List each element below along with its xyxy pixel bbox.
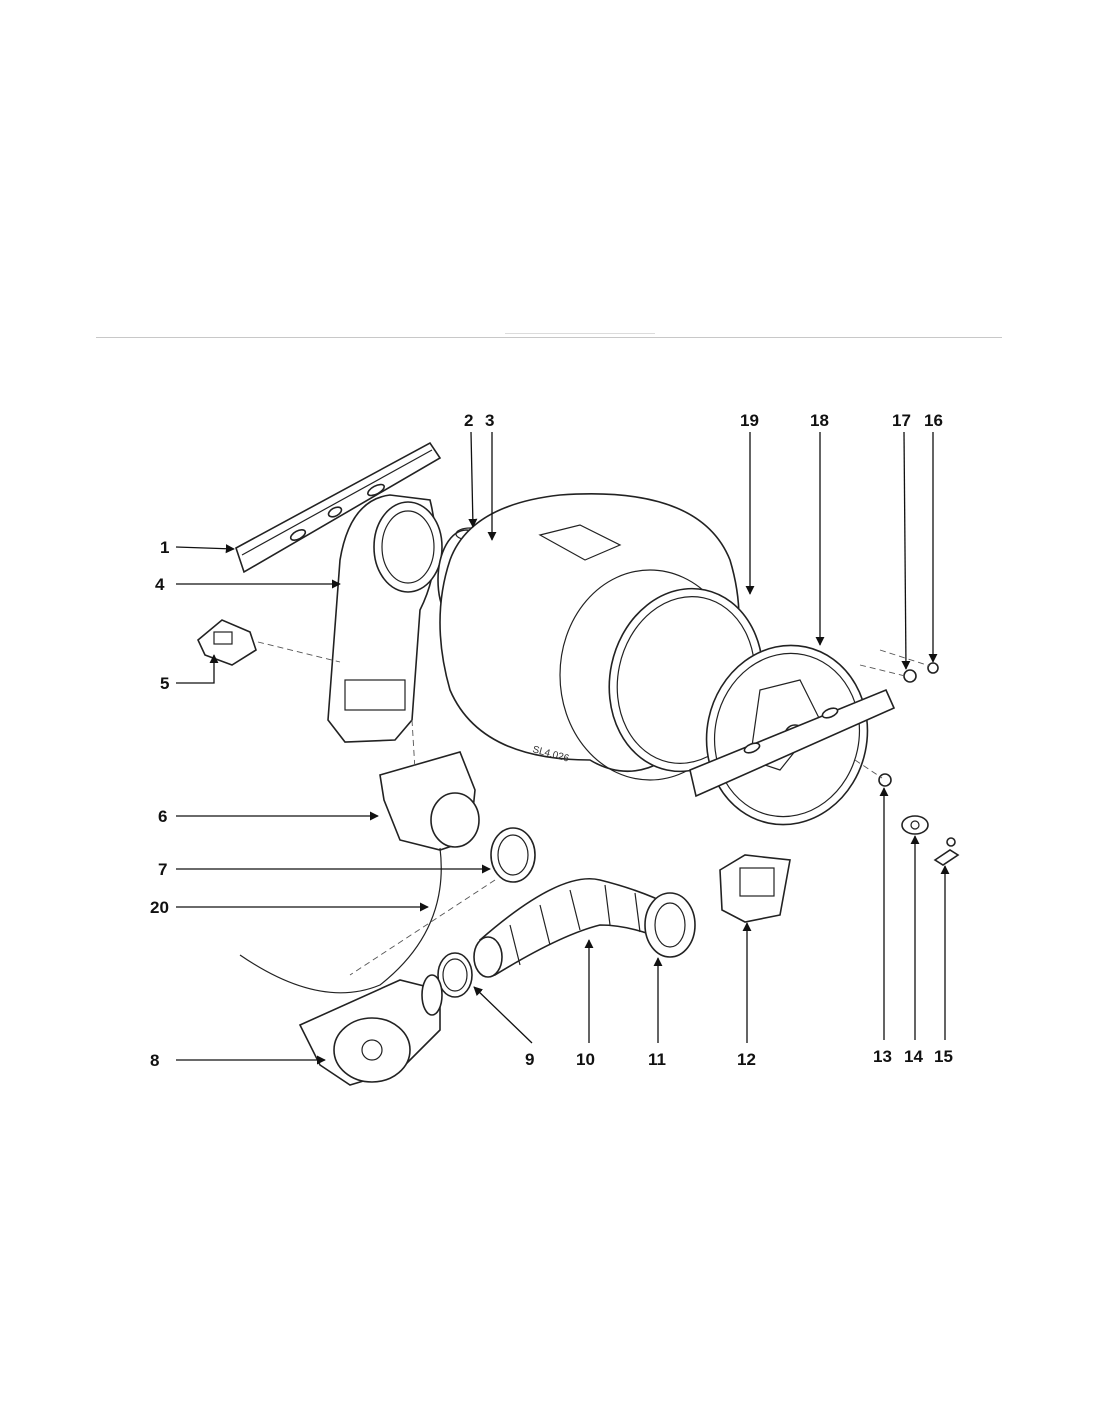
- callout-7: 7: [158, 860, 167, 879]
- header-rule-highlight: [505, 333, 655, 334]
- dash-5-4: [257, 641, 341, 663]
- callout-5: 5: [160, 674, 169, 693]
- callout-2: 2: [464, 411, 473, 430]
- part-12-filter-box: [719, 854, 791, 923]
- callout-15: 15: [934, 1047, 953, 1066]
- dash-4-6: [411, 719, 416, 771]
- callout-12: 12: [737, 1050, 756, 1069]
- dash-13: [854, 759, 883, 779]
- part-11-hose-fitting: [644, 892, 696, 958]
- callout-13: 13: [873, 1047, 892, 1066]
- callout-3: 3: [485, 411, 494, 430]
- callout-20: 20: [150, 898, 169, 917]
- callout-11: 11: [648, 1050, 666, 1069]
- part-15-clip: [933, 837, 960, 866]
- callout-10: 10: [576, 1050, 595, 1069]
- dash-16: [879, 649, 931, 667]
- dash-7-8: [349, 879, 496, 976]
- callout-9: 9: [525, 1050, 534, 1069]
- leader-17: [901, 431, 911, 670]
- callout-4: 4: [155, 575, 165, 594]
- part-1-bracket-rail: [235, 441, 442, 574]
- dash-17: [859, 664, 906, 677]
- header-divider: [96, 337, 1002, 338]
- part-5-switch: [197, 619, 257, 666]
- part-14-bearing: [901, 815, 929, 835]
- callout-19: 19: [740, 411, 759, 430]
- leader-9: [473, 986, 533, 1044]
- callout-8: 8: [150, 1051, 159, 1070]
- callout-17: 17: [892, 411, 911, 430]
- part-16-screw: [927, 662, 939, 674]
- part-20-wire: [239, 847, 442, 994]
- callout-18: 18: [810, 411, 829, 430]
- part-7-clamp-band: [490, 827, 536, 883]
- part-13-bushing: [878, 773, 892, 787]
- part-9-o-ring: [437, 952, 473, 998]
- part-10-flex-hose: [473, 878, 671, 978]
- part-8-blower: [298, 974, 443, 1086]
- leader-2: [468, 431, 478, 528]
- callout-1: 1: [160, 538, 169, 557]
- leader-5: [176, 654, 219, 684]
- part-6-duct-adapter: [379, 751, 480, 851]
- leader-1: [175, 544, 235, 554]
- part-17-nut: [903, 669, 917, 683]
- rear-bracket-rail: [689, 688, 896, 798]
- callout-16: 16: [924, 411, 943, 430]
- callout-14: 14: [904, 1047, 923, 1066]
- callout-6: 6: [158, 807, 167, 826]
- part-4-air-duct: [327, 494, 443, 743]
